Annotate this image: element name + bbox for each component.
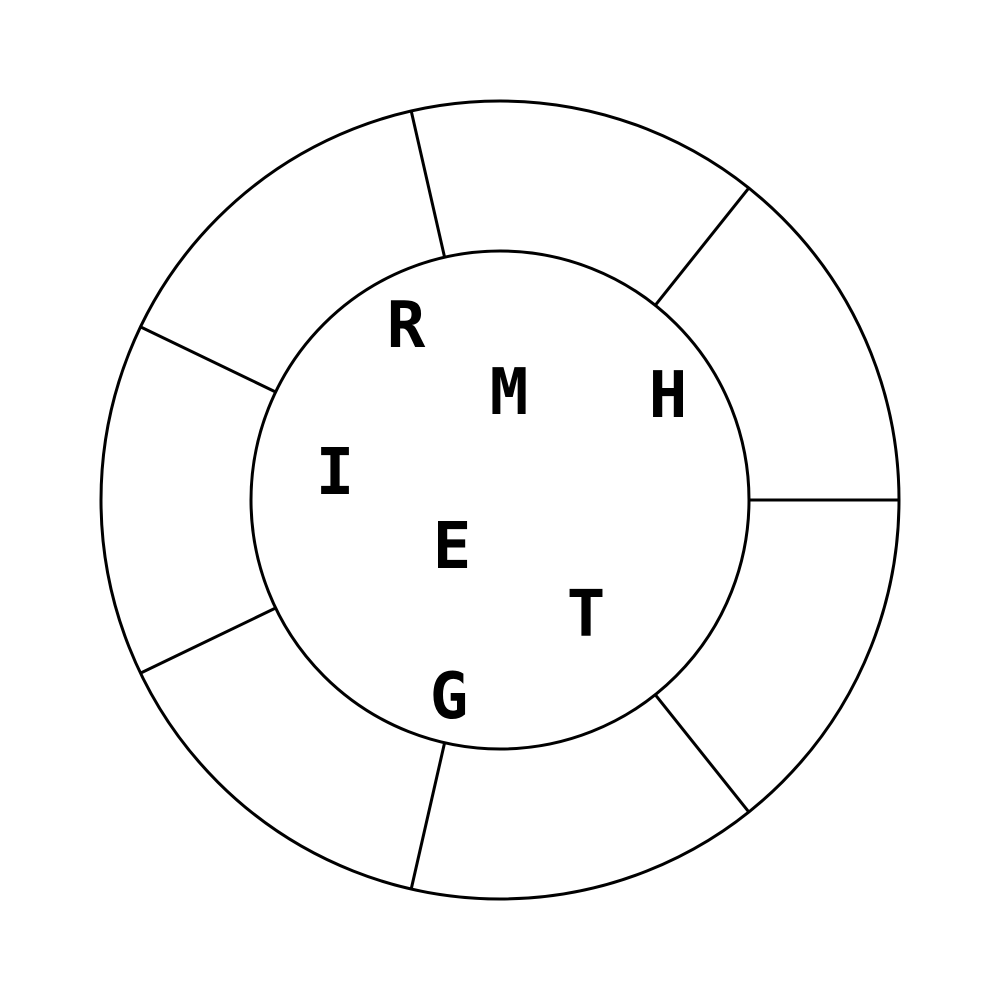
letter-tile-r[interactable]: R	[387, 289, 426, 363]
answer-slots	[100, 100, 899, 899]
letter-tile-t[interactable]: T	[567, 578, 606, 652]
sector-divider	[409, 110, 447, 258]
letter-tile-i[interactable]: I	[316, 436, 355, 510]
sector-divider	[139, 606, 277, 675]
sector-divider	[139, 325, 277, 394]
answer-slot-6[interactable]	[411, 694, 749, 899]
letter-tile-m[interactable]: M	[490, 356, 529, 430]
sector-divider	[654, 187, 750, 307]
answer-slot-5[interactable]	[140, 608, 445, 889]
letter-tile-g[interactable]: G	[430, 660, 469, 734]
sector-divider	[409, 742, 447, 890]
letter-tile-h[interactable]: H	[649, 359, 688, 433]
letter-pool: R M H I E T G	[316, 289, 688, 734]
answer-slot-7[interactable]	[655, 500, 899, 812]
answer-slot-1[interactable]	[655, 188, 899, 500]
answer-slot-2[interactable]	[411, 100, 749, 306]
letter-tile-e[interactable]: E	[433, 510, 472, 584]
answer-slot-3[interactable]	[140, 111, 445, 392]
answer-slot-4[interactable]	[100, 326, 276, 674]
sector-dividers	[139, 110, 899, 890]
sector-divider	[654, 693, 750, 813]
